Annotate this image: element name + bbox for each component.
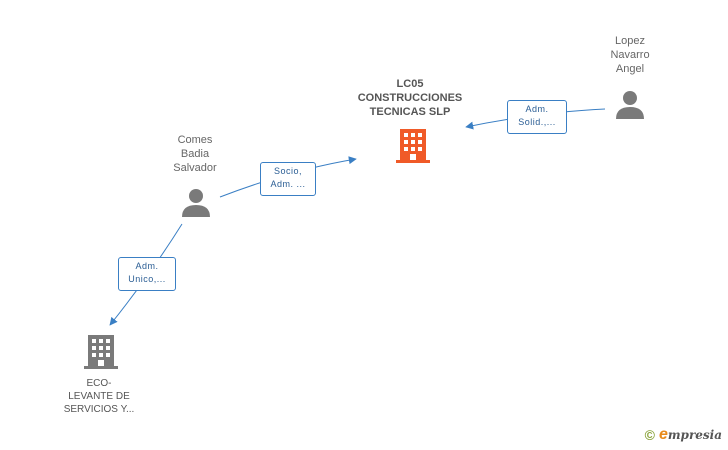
- edge-label-line: Adm.: [135, 261, 159, 271]
- company-eco-name-line: LEVANTE DE: [68, 391, 130, 402]
- company-eco-name-line: ECO-: [86, 378, 112, 389]
- person-lopez-name-line: Angel: [615, 63, 645, 75]
- empresia-watermark: © empresia: [645, 426, 722, 444]
- empresia-logo-text: mpresia: [667, 428, 722, 442]
- main-company-name-line: TECNICAS SLP: [369, 106, 451, 118]
- person-comes-name-line: Salvador: [173, 162, 217, 174]
- person-icon-comes[interactable]: [181, 187, 211, 217]
- main-company-name-line: LC05: [396, 78, 424, 90]
- company-eco-name-line: SERVICIOS Y...: [63, 404, 135, 415]
- edge-label-line: Adm. ...: [270, 179, 306, 189]
- person-comes-name-line: Badia: [180, 148, 210, 160]
- person-comes-name[interactable]: Comes Badia Salvador: [150, 133, 240, 175]
- edge-label-line: Unico,...: [128, 274, 166, 284]
- building-icon-main[interactable]: [396, 127, 430, 163]
- empresia-logo: empresia: [659, 426, 722, 444]
- edge-label-comes-to-eco[interactable]: Adm. Unico,...: [118, 257, 176, 291]
- company-eco-name[interactable]: ECO- LEVANTE DE SERVICIOS Y...: [44, 377, 154, 416]
- building-icon-eco[interactable]: [84, 333, 118, 369]
- person-comes-name-line: Comes: [177, 134, 213, 146]
- edge-label-line: Adm.: [525, 104, 549, 114]
- main-company-name[interactable]: LC05 CONSTRUCCIONES TECNICAS SLP: [340, 77, 480, 119]
- edge-label-lopez-to-main[interactable]: Adm. Solid.,...: [507, 100, 567, 134]
- person-icon-lopez[interactable]: [615, 89, 645, 119]
- edge-label-line: Solid.,...: [518, 117, 556, 127]
- edge-label-line: Socio,: [273, 166, 302, 176]
- person-lopez-name-line: Lopez: [615, 35, 645, 47]
- empresia-logo-initial: e: [658, 426, 668, 443]
- main-company-name-line: CONSTRUCCIONES: [357, 92, 463, 104]
- copyright-symbol: ©: [644, 427, 655, 443]
- person-lopez-name-line: Navarro: [610, 49, 650, 61]
- edge-label-comes-to-main[interactable]: Socio, Adm. ...: [260, 162, 316, 196]
- person-lopez-name[interactable]: Lopez Navarro Angel: [585, 34, 675, 76]
